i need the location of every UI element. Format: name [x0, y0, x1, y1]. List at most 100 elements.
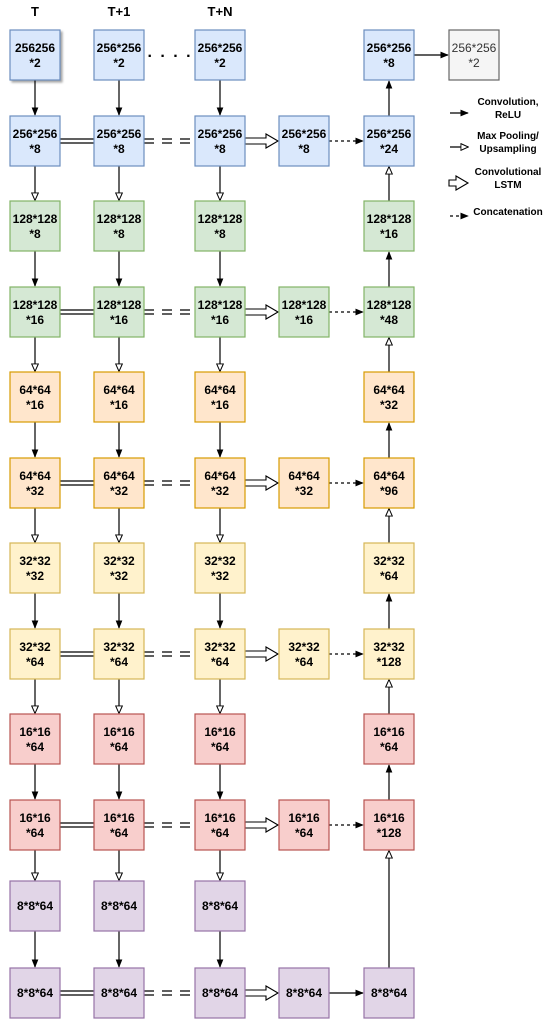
feature-map-node: 16*16*64: [93, 713, 145, 765]
node-box: [9, 628, 61, 680]
lstm-edge: [244, 475, 280, 491]
node-box: [194, 286, 246, 338]
node-label: 256*256: [198, 41, 243, 55]
feature-map-node: 32*32*64: [9, 628, 61, 680]
node-label: 8*8*64: [17, 986, 53, 1000]
node-label: *8: [113, 142, 125, 156]
node-label: 8*8*64: [17, 899, 53, 913]
feature-map-node: 256*256*8: [363, 29, 415, 81]
node-label: 64*64: [373, 383, 405, 397]
node-box: [278, 286, 330, 338]
node-box: [9, 200, 61, 252]
node-label: 8*8*64: [286, 986, 322, 1000]
legend-label: Convolution,: [477, 97, 538, 108]
node-label: *64: [110, 826, 128, 840]
node-box: [448, 29, 500, 81]
node-label: *16: [211, 398, 229, 412]
node-box: [9, 542, 61, 594]
legend-item-pool: Max Pooling/Upsampling: [450, 131, 539, 155]
node-label: *64: [295, 655, 313, 669]
node-label: 8*8*64: [101, 899, 137, 913]
node-label: 16*16: [19, 725, 51, 739]
node-box: [194, 29, 246, 81]
column-header-t: T: [31, 4, 39, 19]
feature-map-node: 256*256*8: [194, 115, 246, 167]
node-box: [278, 457, 330, 509]
node-box: [363, 29, 415, 81]
node-label: 256*256: [97, 41, 142, 55]
node-label: 256*256: [367, 41, 412, 55]
node-box: [9, 713, 61, 765]
node-label: 64*64: [19, 469, 51, 483]
node-box: [363, 713, 415, 765]
node-label: 32*32: [373, 640, 405, 654]
node-label: 128*128: [367, 212, 412, 226]
node-box: [194, 200, 246, 252]
feature-map-node: 128*128*16: [194, 286, 246, 338]
node-label: 256256: [15, 41, 55, 55]
node-label: 64*64: [373, 469, 405, 483]
node-label: *8: [383, 56, 395, 70]
feature-map-node: 8*8*64: [278, 967, 330, 1019]
column-header-tn: T+N: [208, 4, 233, 19]
node-label: 256*256: [13, 127, 58, 141]
node-label: *128: [377, 826, 402, 840]
node-label: 8*8*64: [371, 986, 407, 1000]
node-label: 32*32: [204, 554, 236, 568]
node-label: *64: [295, 826, 313, 840]
node-box: [363, 457, 415, 509]
node-label: *32: [295, 484, 313, 498]
feature-map-node: 8*8*64: [93, 967, 145, 1019]
node-label: 64*64: [19, 383, 51, 397]
node-box: [194, 967, 246, 1019]
feature-map-node: 16*16*64: [9, 713, 61, 765]
feature-map-node: 16*16*64: [278, 799, 330, 851]
feature-map-node: 8*8*64: [9, 880, 61, 932]
feature-map-node: 128*128*16: [93, 286, 145, 338]
node-box: [194, 713, 246, 765]
node-label: *32: [26, 569, 44, 583]
node-label: *64: [211, 826, 229, 840]
node-label: *16: [110, 313, 128, 327]
feature-map-node: 32*32*64: [278, 628, 330, 680]
node-label: 16*16: [103, 725, 135, 739]
node-label: *64: [380, 569, 398, 583]
node-box: [9, 457, 61, 509]
lstm-edge: [244, 133, 280, 149]
feature-map-node: 128*128*48: [363, 286, 415, 338]
node-label: *16: [380, 227, 398, 241]
node-box: [194, 880, 246, 932]
feature-map-node: 32*32*64: [363, 542, 415, 594]
feature-map-node: 128*128*8: [93, 200, 145, 252]
feature-map-node: 128*128*8: [9, 200, 61, 252]
node-box: [9, 286, 61, 338]
node-label: 32*32: [19, 554, 51, 568]
feature-map-node: 16*16*64: [194, 799, 246, 851]
feature-map-node: 32*32*128: [363, 628, 415, 680]
node-label: 8*8*64: [101, 986, 137, 1000]
feature-map-node: 32*32*32: [194, 542, 246, 594]
node-label: *16: [211, 313, 229, 327]
node-label: *64: [110, 740, 128, 754]
node-label: 256*256: [97, 127, 142, 141]
node-label: *8: [29, 227, 41, 241]
node-box: [194, 542, 246, 594]
feature-map-node: 256*256*8: [9, 115, 61, 167]
feature-map-node: 64*64*16: [9, 371, 61, 423]
feature-map-node: 256*256*8: [93, 115, 145, 167]
node-box: [93, 542, 145, 594]
node-label: 32*32: [373, 554, 405, 568]
node-label: 256*256: [367, 127, 412, 141]
node-box: [93, 200, 145, 252]
column-header-t1: T+1: [108, 4, 131, 19]
node-label: 256*256: [282, 127, 327, 141]
node-label: *16: [295, 313, 313, 327]
lstm-edge: [448, 175, 470, 191]
node-box: [363, 542, 415, 594]
node-box: [93, 967, 145, 1019]
node-label: *16: [26, 398, 44, 412]
feature-map-node: 128*128*16: [363, 200, 415, 252]
node-box: [363, 967, 415, 1019]
feature-map-node: 8*8*64: [93, 880, 145, 932]
node-box: [9, 880, 61, 932]
